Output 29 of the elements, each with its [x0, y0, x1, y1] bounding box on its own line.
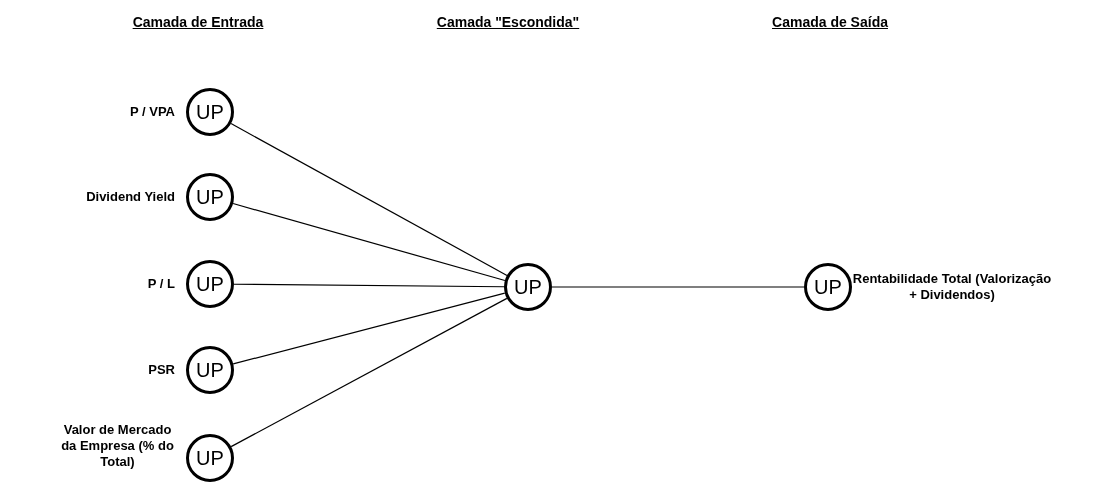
- layer-heading: Camada de Saída: [772, 14, 888, 30]
- unit-label: UP: [196, 274, 224, 294]
- neuron-circle: [504, 263, 552, 311]
- connection-line: [551, 286, 805, 288]
- connection-line: [230, 122, 508, 277]
- unit-label: UP: [196, 102, 224, 122]
- connection-line: [232, 202, 506, 282]
- input-variable-label: PSR: [147, 362, 175, 378]
- unit-label: UP: [814, 277, 842, 297]
- unit-label: UP: [196, 360, 224, 380]
- neuron-circle: [186, 88, 234, 136]
- layer-heading: Camada "Escondida": [436, 14, 580, 30]
- connection-line: [232, 292, 506, 365]
- neuron-circle: [186, 260, 234, 308]
- neuron-circle: [186, 173, 234, 221]
- output-variable-label: Rentabilidade Total (Valorização + Dividendos): [852, 271, 1052, 303]
- unit-label: UP: [196, 187, 224, 207]
- unit-label: UP: [514, 277, 542, 297]
- connection-line: [230, 297, 508, 448]
- neuron-circle: [804, 263, 852, 311]
- connection-line: [233, 283, 505, 288]
- input-variable-label: P / VPA: [128, 104, 175, 120]
- input-variable-label: Dividend Yield: [85, 189, 175, 205]
- unit-label: UP: [196, 448, 224, 468]
- neuron-circle: [186, 346, 234, 394]
- input-variable-label: P / L: [146, 276, 175, 292]
- input-variable-label: Valor de Mercado da Empresa (% do Total): [60, 422, 175, 470]
- layer-heading: Camada de Entrada: [132, 14, 264, 30]
- neuron-circle: [186, 434, 234, 482]
